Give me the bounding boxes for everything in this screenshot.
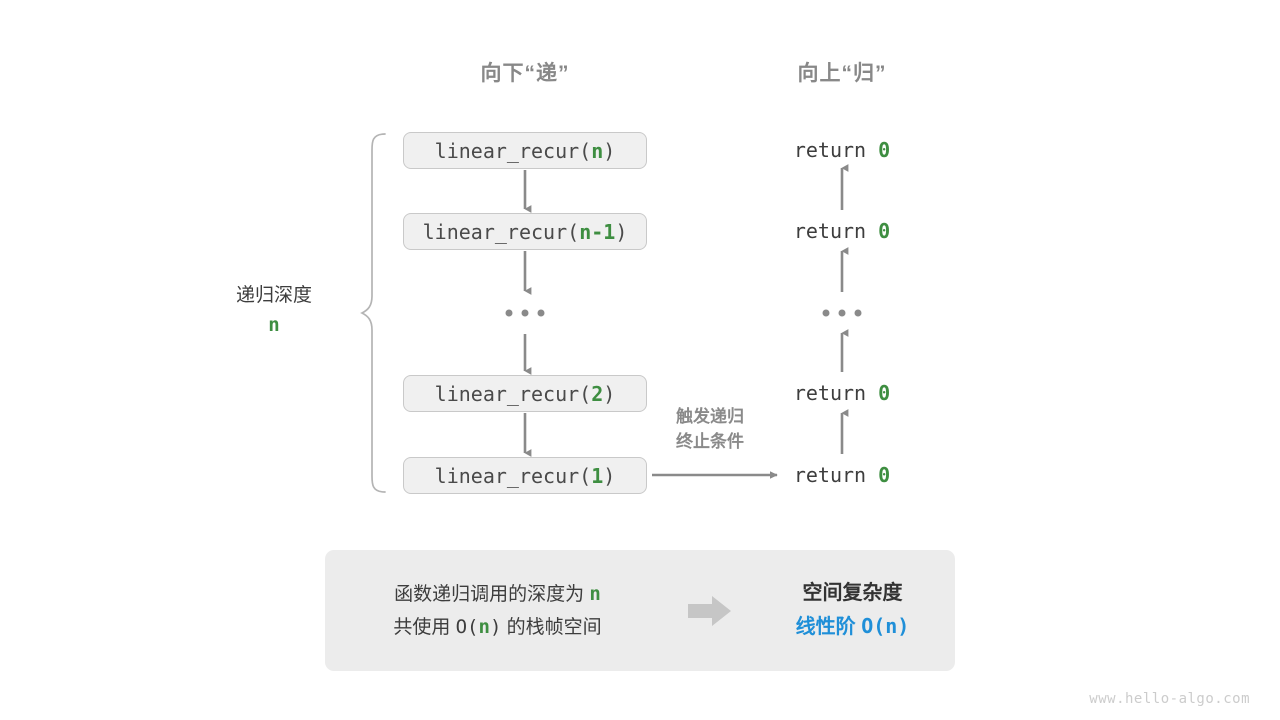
right-arrow-icon xyxy=(688,595,731,626)
call-frame-suffix: ) xyxy=(603,381,616,406)
recursion-depth-text: 递归深度 xyxy=(235,285,313,306)
ellipsis-dot xyxy=(505,309,513,317)
ellipsis-left xyxy=(505,309,545,317)
summary-description: 函数递归调用的深度为 n 共使用 O(n) 的栈帧空间 xyxy=(325,578,670,644)
return-value: 0 xyxy=(878,381,891,405)
ellipsis-dot xyxy=(854,309,862,317)
watermark: www.hello-algo.com xyxy=(1089,691,1250,707)
return-value: 0 xyxy=(878,138,891,162)
ellipsis-right xyxy=(822,309,862,317)
call-frame-arg: n xyxy=(591,138,604,163)
call-frame-prefix: linear_recur( xyxy=(434,138,592,163)
column-header-descend: 向下“递” xyxy=(480,62,570,85)
summary-arrow-wrap xyxy=(670,595,750,627)
summary-result-value: 线性阶 O(n) xyxy=(750,610,955,644)
summary-space-suffix: 的栈帧空间 xyxy=(501,616,602,638)
return-keyword: return xyxy=(793,463,867,487)
ellipsis-dot xyxy=(521,309,529,317)
call-frame-suffix: ) xyxy=(603,138,616,163)
return-keyword: return xyxy=(793,381,867,405)
call-frame-box[interactable]: linear_recur(n-1) xyxy=(403,213,647,250)
call-frame-prefix: linear_recur( xyxy=(434,463,592,488)
summary-depth-text: 函数递归调用的深度为 xyxy=(394,583,590,605)
call-frame-box[interactable]: linear_recur(n) xyxy=(403,132,647,169)
summary-result-title: 空间复杂度 xyxy=(802,582,903,604)
summary-result-notation: O(n) xyxy=(861,614,910,638)
call-frame-box[interactable]: linear_recur(2) xyxy=(403,375,647,412)
call-frame-arg: n-1 xyxy=(579,219,616,244)
depth-brace xyxy=(360,133,386,493)
summary-result-order: 线性阶 xyxy=(795,616,862,638)
return-statement: return 0 xyxy=(794,463,890,487)
complexity-summary-panel: 函数递归调用的深度为 n 共使用 O(n) 的栈帧空间 空间复杂度 线性阶 O(… xyxy=(325,550,955,671)
return-value: 0 xyxy=(878,463,891,487)
call-frame-box[interactable]: linear_recur(1) xyxy=(403,457,647,494)
base-case-note-line2: 终止条件 xyxy=(676,432,744,451)
return-statement: return 0 xyxy=(794,381,890,405)
call-frame-arg: 1 xyxy=(591,463,604,488)
return-statement: return 0 xyxy=(794,219,890,243)
summary-space-prefix: 共使用 xyxy=(393,616,456,638)
summary-space-var: n xyxy=(478,615,490,638)
summary-space-open: O( xyxy=(455,615,479,638)
return-keyword: return xyxy=(793,138,867,162)
call-frame-prefix: linear_recur( xyxy=(422,219,580,244)
return-value: 0 xyxy=(878,219,891,243)
ellipsis-dot xyxy=(537,309,545,317)
base-case-note-line1: 触发递归 xyxy=(676,407,744,426)
summary-space-close: ) xyxy=(489,615,502,638)
call-frame-prefix: linear_recur( xyxy=(434,381,592,406)
recursion-depth-value: n xyxy=(268,314,280,336)
summary-description-line1: 函数递归调用的深度为 n xyxy=(325,578,670,611)
call-frame-suffix: ) xyxy=(603,463,616,488)
call-frame-arg: 2 xyxy=(591,381,604,406)
recursion-depth-label: 递归深度 n xyxy=(236,281,312,339)
base-case-note: 触发递归 终止条件 xyxy=(676,404,744,454)
ellipsis-dot xyxy=(822,309,830,317)
return-keyword: return xyxy=(793,219,867,243)
call-frame-suffix: ) xyxy=(615,219,628,244)
summary-result: 空间复杂度 线性阶 O(n) xyxy=(750,577,955,644)
column-header-ascend: 向上“归” xyxy=(797,62,887,85)
summary-depth-var: n xyxy=(589,582,601,605)
summary-description-line2: 共使用 O(n) 的栈帧空间 xyxy=(325,611,670,644)
return-statement: return 0 xyxy=(794,138,890,162)
ellipsis-dot xyxy=(838,309,846,317)
